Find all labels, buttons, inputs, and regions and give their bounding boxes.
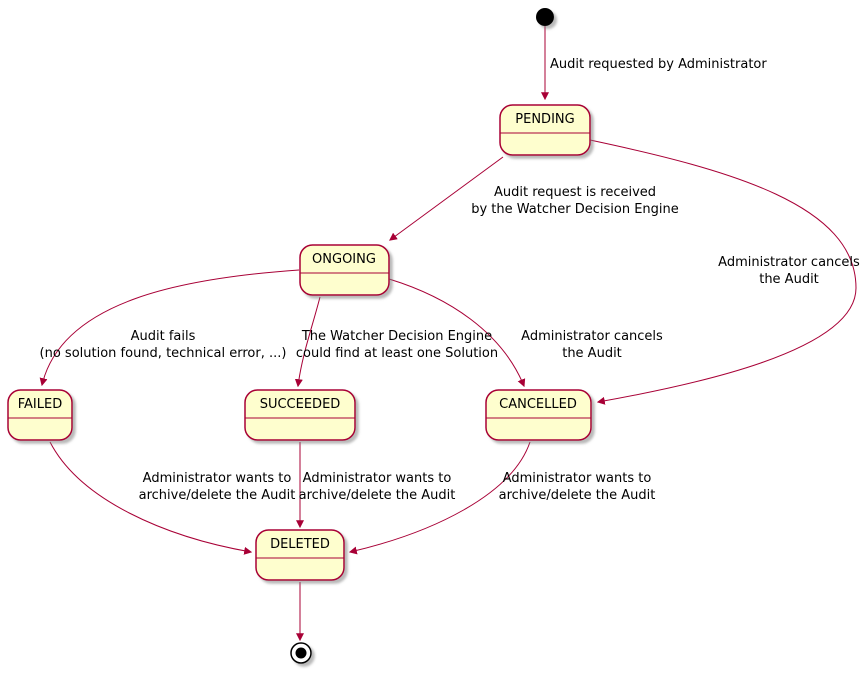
transition-failed-to-deleted-arrow [49,441,253,555]
transition-failed-to-deleted-label-line1: Administrator wants to [143,471,292,486]
final-state [290,642,312,664]
transition-ongoing-to-succeeded-label-line1: The Watcher Decision Engine [301,329,492,344]
transition-ongoing-to-failed-label-line2: (no solution found, technical error, ...… [40,346,287,361]
transition-pending-to-ongoing-label-line2: by the Watcher Decision Engine [471,202,679,217]
transition-pending-to-ongoing-label-line1: Audit request is received [494,185,656,200]
transition-cancelled-to-deleted-label-line2: archive/delete the Audit [499,488,656,503]
transition-succeeded-to-deleted-label-line1: Administrator wants to [303,471,452,486]
transition-ongoing-to-cancelled-arrow [388,278,526,388]
state-succeeded-label: SUCCEEDED [260,397,341,412]
state-deleted-label: DELETED [270,537,330,552]
transition-pending-to-cancelled-label-line1: Administrator cancels [718,255,860,270]
transition-cancelled-to-deleted-label-line1: Administrator wants to [503,471,652,486]
state-succeeded: SUCCEEDED [244,389,356,441]
transition-ongoing-to-failed-arrow [39,269,300,387]
transition-pending-to-ongoing-arrow [389,156,504,241]
transition-pending-to-cancelled-arrow [589,139,857,405]
state-pending: PENDING [499,104,591,156]
state-failed-label: FAILED [18,397,62,412]
state-deleted: DELETED [255,529,345,581]
transition-cancelled-to-deleted-arrow [348,441,531,555]
transition-ongoing-to-failed-label-line1: Audit fails [131,329,196,344]
transition-ongoing-to-cancelled-label-line2: the Audit [562,346,622,361]
transition-failed-to-deleted-label-line2: archive/delete the Audit [139,488,296,503]
state-failed: FAILED [7,389,73,441]
transition-ongoing-to-succeeded-arrow [294,296,321,388]
transition-initial-to-pending-label: Audit requested by Administrator [550,57,767,72]
initial-state [536,8,554,26]
transition-ongoing-to-succeeded-label-line2: could find at least one Solution [296,346,498,361]
transition-pending-to-cancelled-label-line2: the Audit [759,272,819,287]
state-cancelled: CANCELLED [485,389,592,441]
state-ongoing: ONGOING [299,244,390,296]
transition-succeeded-to-deleted-label-line2: archive/delete the Audit [299,488,456,503]
state-ongoing-label: ONGOING [312,252,376,267]
state-pending-label: PENDING [515,112,574,127]
transition-ongoing-to-cancelled-label-line1: Administrator cancels [521,329,663,344]
state-cancelled-label: CANCELLED [499,397,577,412]
